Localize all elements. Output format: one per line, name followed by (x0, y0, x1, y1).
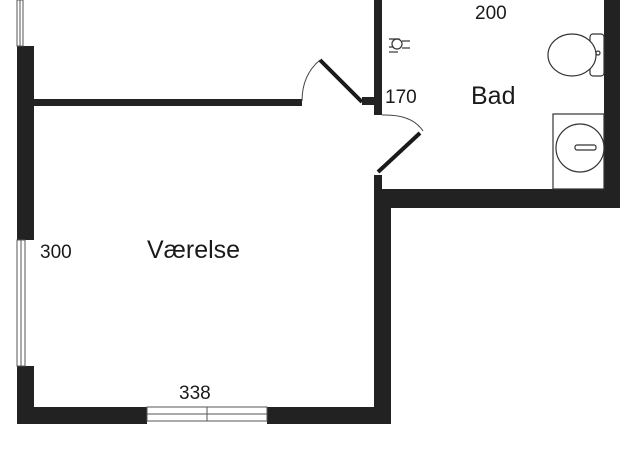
window-left-upper (16, 0, 24, 47)
dimension-label-vaerelse-height: 300 (40, 242, 72, 263)
wall-bad-left-upper (374, 0, 382, 104)
wall-left-upper (17, 46, 34, 240)
wall-bad-right (604, 0, 620, 208)
dimension-label-bad-width: 200 (475, 3, 507, 24)
sink-icon (552, 113, 605, 190)
door-swing-icon (301, 58, 364, 104)
wall-bad-left-lower (374, 175, 382, 197)
dimension-label-bad-height: 170 (385, 87, 417, 108)
walls (17, 0, 620, 424)
dimension-label-vaerelse-width: 338 (179, 383, 211, 404)
wall-bad-bottom (374, 189, 620, 208)
wall-bad-door-jamb-top (362, 97, 382, 105)
wall-vaerelse-right (374, 192, 391, 424)
room-label-bad: Bad (471, 82, 515, 110)
window-left-lower (16, 239, 26, 367)
toilet-icon (547, 33, 605, 77)
wall-bad-left-stub (374, 105, 382, 115)
washbasin-icon (389, 38, 410, 53)
wall-bottom-left (17, 407, 147, 424)
wall-vaerelse-top (34, 99, 302, 106)
room-label-vaerelse: Værelse (147, 236, 240, 264)
window-bottom (146, 406, 268, 422)
door-swing-icon-bad (376, 114, 424, 174)
wall-bottom-right (267, 407, 391, 424)
